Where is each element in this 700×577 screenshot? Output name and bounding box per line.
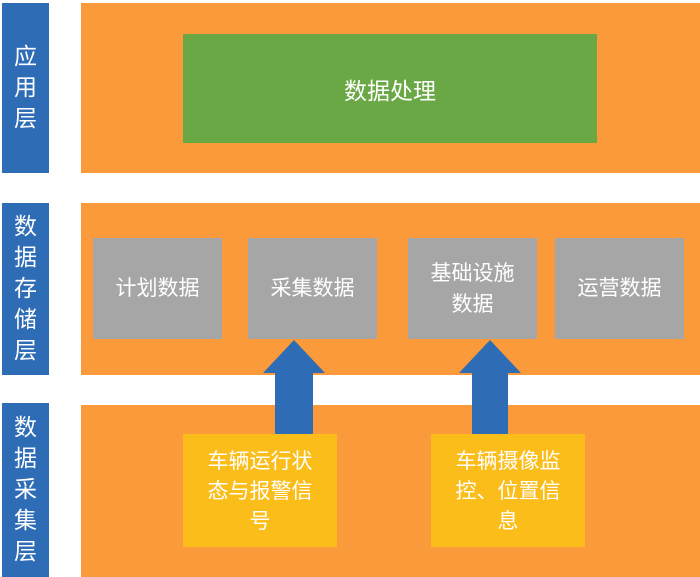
operation-data-box: 运营数据: [555, 238, 684, 339]
layer-label-collection: 数 据 采 集 层: [2, 403, 49, 577]
vehicle-camera-location-box: 车辆摄像监 控、位置信 息: [431, 434, 585, 547]
arrow-to-collected-data: [263, 340, 325, 434]
vehicle-status-alarm-box: 车辆运行状 态与报警信 号: [183, 434, 337, 547]
data-processing-box: 数据处理: [183, 34, 597, 143]
infrastructure-data-box: 基础设施 数据: [408, 238, 537, 339]
layer-label-application: 应 用 层: [2, 3, 49, 173]
plan-data-box: 计划数据: [93, 238, 222, 339]
layer-label-storage: 数 据 存 储 层: [2, 203, 49, 375]
arrow-to-infrastructure-data: [459, 340, 521, 434]
collected-data-box: 采集数据: [248, 238, 377, 339]
